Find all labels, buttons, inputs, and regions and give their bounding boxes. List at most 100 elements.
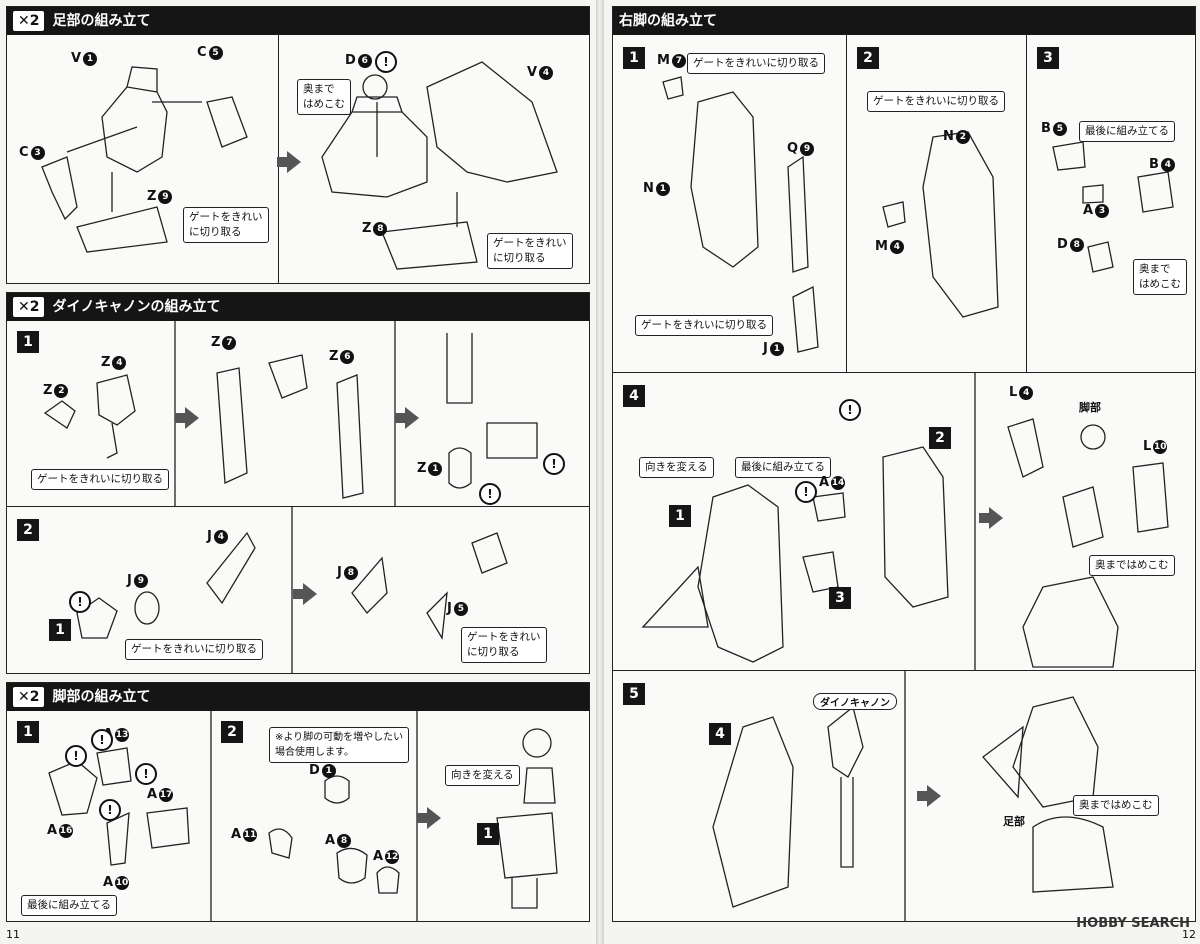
section-title: 右脚の組み立て [619,13,717,29]
right-page: 右脚の組み立て 1 2 3 4 5 [604,0,1200,944]
note-gate-cut-2: ゲートをきれい に切り取る [487,233,573,269]
note-press-in: 奥まで はめこむ [1133,259,1187,295]
part-tag: 3 [829,587,851,609]
caution-icon: ! [99,799,121,821]
foot-line-art [41,61,558,270]
caution-icon: ! [795,481,817,503]
step-number: 4 [623,385,645,407]
note-press-in-3: 奥まではめこむ [1073,795,1159,816]
watermark: HOBBY SEARCH [1076,916,1190,931]
caution-icon: ! [91,729,113,751]
step-number: 2 [17,519,39,541]
note-option: ※より脚の可動を増やしたい 場合使用します。 [269,727,410,763]
caution-icon: ! [69,591,91,613]
section-title: 足部の組み立て [52,13,151,29]
part-tag: 1 [669,505,691,527]
part-tag: 2 [929,427,951,449]
caution-icon: ! [375,51,397,73]
panel-cannon-1 [7,321,589,507]
note-press-in: 奥まで はめこむ [297,79,351,115]
page-number: 11 [6,928,20,941]
note-press-in-2: 奥まではめこむ [1089,555,1175,576]
section-title: ダイノキャノンの組み立て [52,299,221,315]
flow-arrow [417,807,441,829]
panel-step-1 [613,35,847,373]
part-tag: 1 [49,619,71,641]
note-assemble-last: 最後に組み立てる [21,895,117,916]
note-turn: 向きを変える [639,457,714,478]
note-assemble-last: 最後に組み立てる [1079,121,1175,142]
step-number: 3 [1037,47,1059,69]
flow-arrow [293,583,317,605]
section-header: 右脚の組み立て [613,7,1195,35]
multiplier-badge: ✕2 [13,297,45,317]
caution-icon: ! [543,453,565,475]
note-gate-cut: ゲートをきれいに切り取る [31,469,169,490]
panel-step-4 [613,373,1195,671]
step-number: 1 [623,47,645,69]
caution-icon: ! [839,399,861,421]
flow-arrow [175,407,199,429]
note-gate-cut-2: ゲートをきれいに切り取る [635,315,773,336]
flow-arrow [395,407,419,429]
step-number: 2 [857,47,879,69]
caution-icon: ! [65,745,87,767]
section-right-leg: 右脚の組み立て 1 2 3 4 5 [612,6,1196,922]
panel-step-2 [847,35,1027,373]
section-title: 脚部の組み立て [52,689,151,705]
right-leg-line-art [641,76,1174,921]
step-number: 1 [17,721,39,743]
step-number: 1 [17,331,39,353]
caution-icon: ! [135,763,157,785]
note-gate-cut: ゲートをきれい に切り取る [183,207,269,243]
multiplier-badge: ✕2 [13,11,45,31]
label-foot-base: 足部 [1003,815,1025,828]
part-tag: 4 [709,723,731,745]
label-cannon-part: ダイノキャノン [813,693,897,710]
page-number: 12 [1182,928,1196,941]
panel-step-3 [1027,35,1195,373]
section-header: ✕2 脚部の組み立て [7,683,589,711]
leg-line-art [48,711,558,921]
flow-arrow [277,151,301,173]
note-gate-cut: ゲートをきれいに切り取る [687,53,825,74]
section-cannon: ✕2 ダイノキャノンの組み立て 1 2 [6,292,590,674]
section-header: ✕2 足部の組み立て [7,7,589,35]
step-number: 2 [221,721,243,743]
flow-arrow [917,785,941,807]
step-number: 5 [623,683,645,705]
section-header: ✕2 ダイノキャノンの組み立て [7,293,589,321]
section-leg: ✕2 脚部の組み立て 1 2 A13 [6,682,590,922]
note-gate-cut-3: ゲートをきれい に切り取る [461,627,547,663]
caution-icon: ! [479,483,501,505]
part-tag: 1 [477,823,499,845]
note-assemble-last-2: 最後に組み立てる [735,457,831,478]
